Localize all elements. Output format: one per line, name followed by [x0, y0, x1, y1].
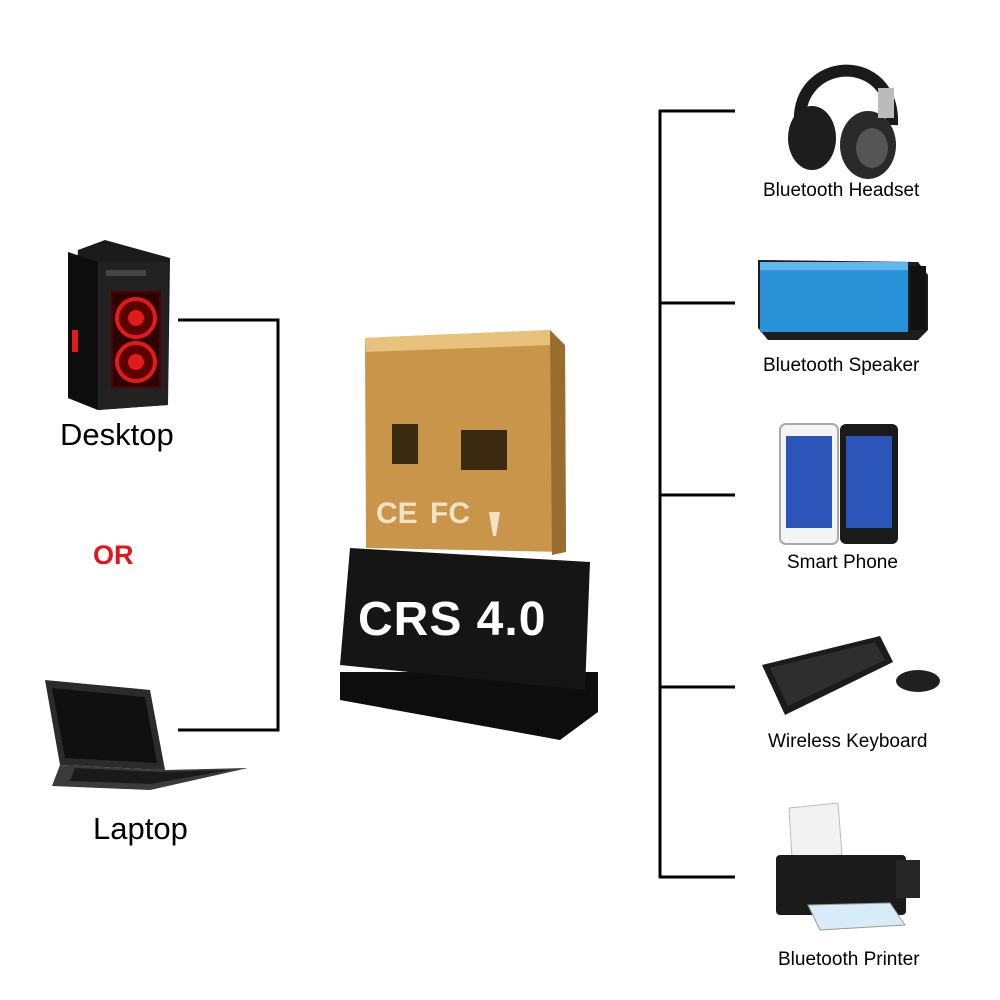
smart-phone-label: Smart Phone	[787, 552, 898, 573]
headset-label: Bluetooth Headset	[763, 180, 920, 201]
speaker-label: Bluetooth Speaker	[763, 355, 920, 376]
keyboard-label: Wireless Keyboard	[768, 731, 928, 752]
printer-label: Bluetooth Printer	[778, 949, 920, 970]
ce-mark: CE	[376, 497, 418, 530]
fc-mark: FC	[430, 497, 470, 530]
or-label: OR	[93, 540, 134, 570]
bluetooth-adapter-image	[340, 330, 598, 740]
keyboard-icon	[762, 636, 893, 715]
adapter-model-label: CRS 4.0	[358, 593, 547, 646]
desktop-icon	[68, 240, 170, 410]
laptop-icon	[45, 680, 248, 790]
tablet-icon	[779, 423, 898, 545]
printer-icon	[776, 802, 920, 931]
speaker-icon	[758, 260, 928, 340]
laptop-label: Laptop	[93, 811, 188, 846]
left-connector	[178, 318, 280, 732]
headset-icon	[788, 64, 899, 179]
mouse-icon	[896, 670, 940, 692]
desktop-label: Desktop	[60, 417, 174, 452]
